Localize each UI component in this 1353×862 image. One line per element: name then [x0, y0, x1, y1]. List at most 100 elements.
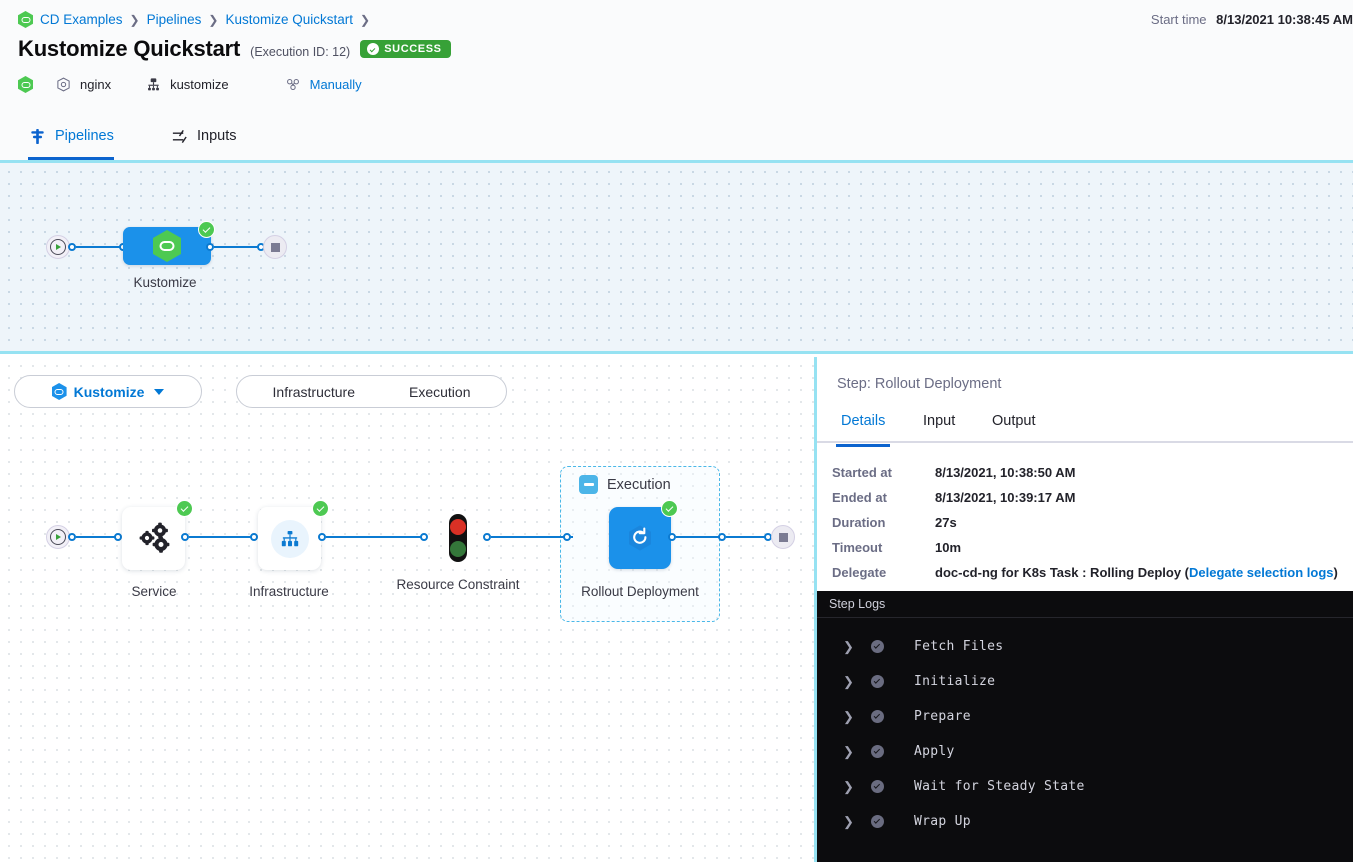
- detail-row-timeout: Timeout 10m: [832, 538, 1352, 558]
- meta-trigger-label[interactable]: Manually: [309, 77, 362, 92]
- connector-dot: [483, 533, 491, 541]
- breadcrumb-item-kustomize-quickstart[interactable]: Kustomize Quickstart: [225, 12, 353, 27]
- detail-value: doc-cd-ng for K8s Task : Rolling Deploy …: [935, 563, 1338, 583]
- log-row-prepare[interactable]: ❯ Prepare: [817, 699, 1353, 734]
- stage-execution-canvas[interactable]: [0, 357, 814, 862]
- step-logs-panel: Step Logs ❯ Fetch Files ❯ Initialize ❯ P…: [817, 591, 1353, 862]
- tab-details[interactable]: Details: [835, 413, 891, 447]
- chevron-right-icon[interactable]: ❯: [843, 813, 854, 829]
- detail-key: Delegate: [832, 565, 887, 580]
- tab-pipelines-label: Pipelines: [55, 128, 114, 144]
- title-row: Kustomize Quickstart (Execution ID: 12) …: [18, 36, 451, 62]
- collapse-minus-icon[interactable]: [579, 475, 598, 494]
- chevron-right-icon[interactable]: ❯: [843, 778, 854, 794]
- success-check-icon: [871, 710, 884, 723]
- execution-group-header[interactable]: Execution: [579, 475, 671, 494]
- chevron-right-icon[interactable]: ❯: [843, 673, 854, 689]
- detail-row-delegate: Delegate doc-cd-ng for K8s Task : Rollin…: [832, 563, 1352, 583]
- section-execution[interactable]: Execution: [409, 383, 471, 400]
- meta-item-harness: [18, 76, 33, 93]
- section-infrastructure[interactable]: Infrastructure: [272, 383, 355, 400]
- start-time-label: Start time: [1150, 12, 1207, 27]
- delegate-selection-logs-link[interactable]: Delegate selection logs: [1189, 565, 1334, 580]
- success-check-icon: [871, 675, 884, 688]
- graph-end-node[interactable]: [263, 235, 287, 259]
- step-node-service[interactable]: [122, 500, 193, 570]
- start-time-value: 8/13/2021 10:38:45 AM: [1216, 12, 1353, 27]
- execution-group-label: Execution: [607, 476, 671, 493]
- connector-line: [676, 536, 721, 538]
- stage-selector-label: Kustomize: [73, 383, 145, 400]
- detail-value: 27s: [935, 515, 957, 530]
- connector-dot: [420, 533, 428, 541]
- main-tab-bar: Pipelines Inputs: [0, 112, 1353, 160]
- detail-key: Timeout: [832, 540, 883, 555]
- kustomize-icon: [51, 383, 67, 400]
- step-logs-list: ❯ Fetch Files ❯ Initialize ❯ Prepare ❯: [817, 618, 1353, 839]
- step-node-rollout-deployment[interactable]: [609, 500, 678, 569]
- step-node-label-service: Service: [131, 584, 177, 599]
- step-detail-title: Step: Rollout Deployment: [837, 376, 1002, 392]
- tab-input[interactable]: Input: [923, 413, 956, 429]
- chevron-right-icon: ❯: [208, 12, 219, 27]
- success-check-icon: [176, 500, 193, 517]
- stage-end-node[interactable]: [771, 525, 795, 549]
- connector-line: [726, 536, 768, 538]
- trigger-icon: [285, 76, 302, 93]
- detail-key: Started at: [832, 465, 892, 480]
- detail-key: Duration: [832, 515, 886, 530]
- connector-dot: [206, 243, 214, 251]
- breadcrumb-item-pipelines[interactable]: Pipelines: [146, 12, 202, 27]
- status-badge: SUCCESS: [360, 40, 451, 58]
- connector-dot: [250, 533, 258, 541]
- meta-item-environment: kustomize: [145, 76, 229, 93]
- stage-selector-kustomize[interactable]: Kustomize: [14, 375, 202, 408]
- success-check-icon: [871, 780, 884, 793]
- pipeline-overview-canvas[interactable]: Kustomize: [0, 160, 1353, 354]
- log-row-wrap-up[interactable]: ❯ Wrap Up: [817, 804, 1353, 839]
- step-node-label-infrastructure: Infrastructure: [249, 584, 329, 599]
- log-row-fetch-files[interactable]: ❯ Fetch Files: [817, 629, 1353, 664]
- step-node-resource-constraint[interactable]: [446, 512, 470, 569]
- connector-dot: [563, 533, 571, 541]
- breadcrumb-item-cd-examples[interactable]: CD Examples: [40, 12, 123, 27]
- connector-line: [214, 246, 262, 248]
- chevron-right-icon[interactable]: ❯: [843, 638, 854, 654]
- status-badge-label: SUCCESS: [384, 43, 442, 55]
- stage-node-kustomize[interactable]: [123, 221, 215, 265]
- graph-start-node[interactable]: [46, 235, 70, 259]
- chevron-right-icon: ❯: [360, 12, 371, 27]
- play-icon: [50, 239, 66, 255]
- success-check-icon: [198, 221, 215, 238]
- connector-dot: [318, 533, 326, 541]
- pipeline-icon: [28, 127, 46, 145]
- meta-service-label: nginx: [80, 77, 112, 92]
- detail-row-duration: Duration 27s: [832, 513, 1352, 533]
- tab-output[interactable]: Output: [992, 413, 1036, 429]
- log-row-label: Fetch Files: [914, 639, 1004, 654]
- chevron-right-icon[interactable]: ❯: [843, 708, 854, 724]
- meta-environment-label: kustomize: [170, 77, 229, 92]
- breadcrumb: CD Examples ❯ Pipelines ❯ Kustomize Quic…: [18, 11, 370, 28]
- success-check-icon: [871, 640, 884, 653]
- log-row-wait-for-steady-state[interactable]: ❯ Wait for Steady State: [817, 769, 1353, 804]
- tab-pipelines[interactable]: Pipelines: [28, 112, 114, 160]
- harness-hex-icon: [153, 230, 181, 262]
- meta-item-trigger[interactable]: Manually: [285, 76, 362, 93]
- log-row-initialize[interactable]: ❯ Initialize: [817, 664, 1353, 699]
- execution-meta-row: nginx kustomize: [18, 76, 362, 93]
- play-icon: [50, 529, 66, 545]
- step-node-infrastructure[interactable]: [258, 500, 329, 570]
- stage-section-toggle[interactable]: Infrastructure Execution: [236, 375, 507, 408]
- chevron-down-icon[interactable]: [154, 388, 165, 395]
- success-check-icon: [871, 815, 884, 828]
- tab-inputs[interactable]: Inputs: [170, 112, 237, 160]
- connector-line: [76, 536, 119, 538]
- stop-icon: [778, 532, 788, 542]
- connector-line: [189, 536, 253, 538]
- stage-start-node[interactable]: [46, 525, 70, 549]
- execution-id: (Execution ID: 12): [250, 45, 351, 59]
- chevron-right-icon[interactable]: ❯: [843, 743, 854, 759]
- log-row-apply[interactable]: ❯ Apply: [817, 734, 1353, 769]
